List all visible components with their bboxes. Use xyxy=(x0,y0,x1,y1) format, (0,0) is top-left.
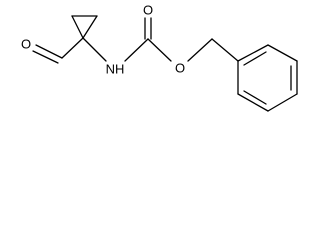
amine-nh-label: NH xyxy=(106,62,125,77)
carbonyl-oxygen-label: O xyxy=(143,3,153,18)
benzene-bond-4 xyxy=(267,93,298,112)
cyclopropane-ring xyxy=(71,15,98,39)
ring-bond-left xyxy=(71,15,84,39)
carbamate-group: NH O O xyxy=(82,3,239,77)
ch2-to-phenyl-bond xyxy=(211,38,239,62)
quaternary-to-nh-bond xyxy=(82,37,107,62)
cho-double-bond-b xyxy=(32,50,59,64)
aldehyde-oxygen-label: O xyxy=(21,37,31,52)
benzene-inner-double-3 xyxy=(243,90,267,105)
nh-to-carbonyl-bond xyxy=(124,38,149,62)
benzene-inner-double-1 xyxy=(243,51,267,66)
aldehyde-group: O xyxy=(21,37,84,64)
benzene-ring xyxy=(237,44,298,112)
benzene-bond-2 xyxy=(267,44,298,62)
benzene-bond-1 xyxy=(237,44,269,62)
carbonyl-to-ester-o-bond xyxy=(147,38,172,62)
chemical-structure-diagram: O NH O O xyxy=(21,3,298,112)
ester-o-to-ch2-bond xyxy=(187,38,213,62)
quaternary-to-cho-bond xyxy=(61,37,84,59)
benzene-bond-5 xyxy=(237,93,269,112)
ester-oxygen-label: O xyxy=(175,61,185,76)
cho-double-bond-a xyxy=(35,44,63,59)
ring-bond-right xyxy=(82,15,98,39)
